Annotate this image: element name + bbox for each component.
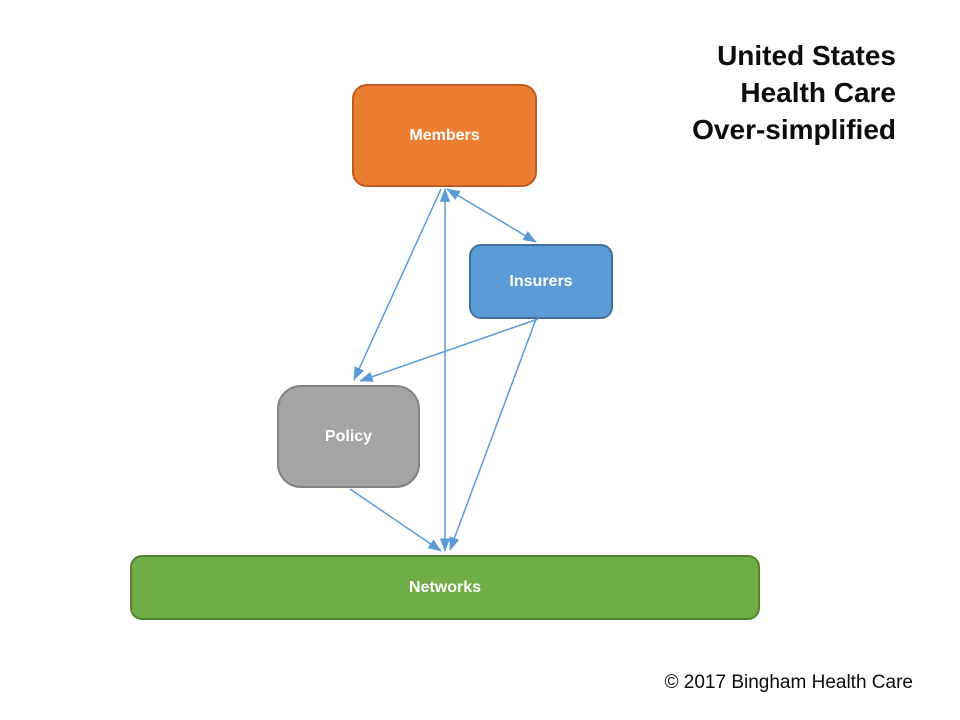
- node-members: Members: [352, 84, 537, 187]
- node-policy-label: Policy: [324, 427, 373, 445]
- copyright-text: © 2017 Bingham Health Care: [664, 672, 913, 693]
- node-policy: Policy: [277, 385, 420, 488]
- arrow-insurers-to-networks: [449, 318, 537, 551]
- slide-title: United States Health Care Over-simplifie…: [556, 38, 896, 149]
- node-insurers: Insurers: [469, 244, 613, 319]
- arrow-policy-to-networks: [349, 488, 442, 552]
- slide-title-line-3: Over-simplified: [692, 113, 896, 145]
- arrow-insurers-to-policy: [359, 318, 539, 382]
- node-networks-label: Networks: [408, 578, 482, 596]
- slide-title-line-1: United States: [717, 40, 896, 71]
- node-networks: Networks: [130, 555, 760, 620]
- node-members-label: Members: [409, 126, 480, 144]
- node-insurers-label: Insurers: [509, 272, 573, 290]
- slide-title-line-2: Health Care: [740, 76, 896, 108]
- arrow-members-to-insurers: [446, 188, 537, 243]
- arrow-members-to-policy: [353, 188, 442, 381]
